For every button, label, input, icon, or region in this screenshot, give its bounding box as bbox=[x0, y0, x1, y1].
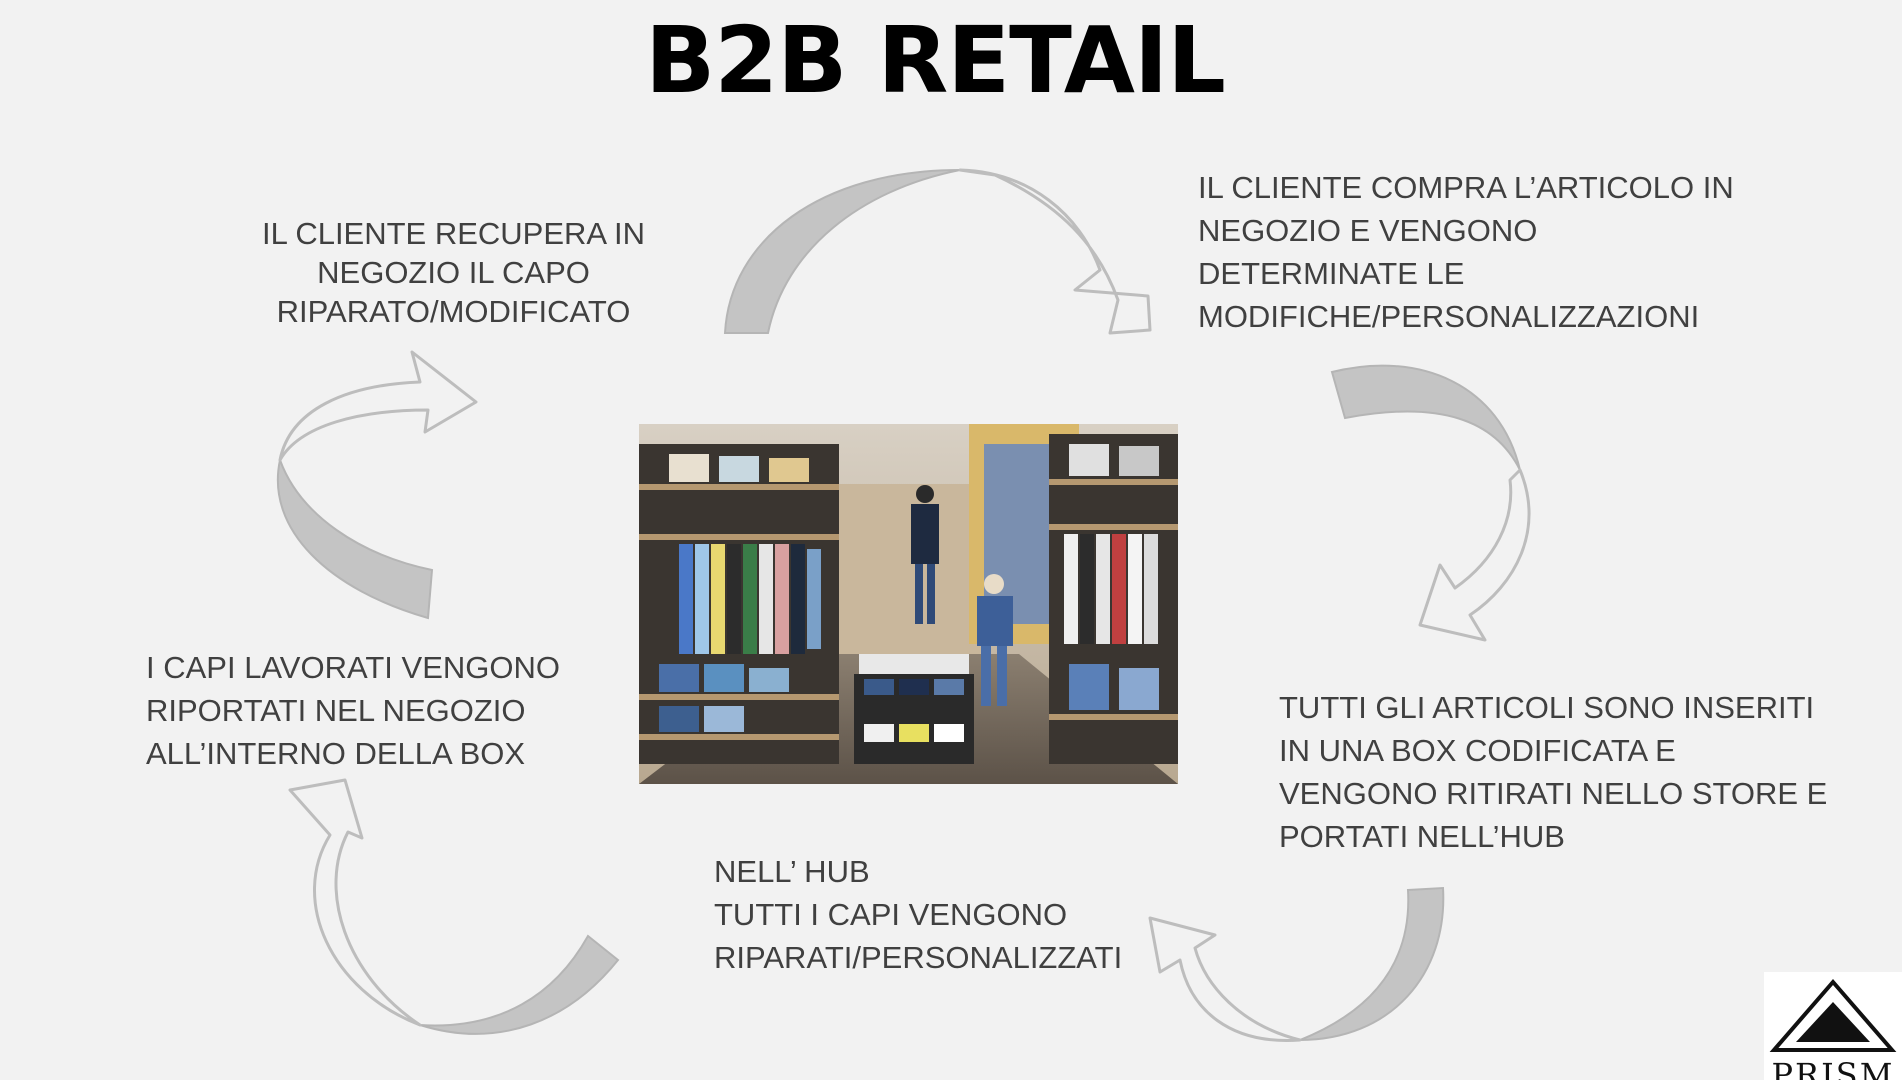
prism-triangle-icon bbox=[1769, 978, 1897, 1052]
text-line: NEGOZIO IL CAPO bbox=[317, 255, 590, 290]
step-box-text: TUTTI GLI ARTICOLI SONO INSERITI IN UNA … bbox=[1279, 686, 1827, 858]
logo-text: PRISM bbox=[1771, 1056, 1895, 1080]
text-line: IL CLIENTE COMPRA L’ARTICOLO IN bbox=[1198, 170, 1734, 205]
step-purchase-text: IL CLIENTE COMPRA L’ARTICOLO IN NEGOZIO … bbox=[1198, 166, 1734, 338]
text-line: TUTTI GLI ARTICOLI SONO INSERITI bbox=[1279, 690, 1815, 725]
text-line: I CAPI LAVORATI VENGONO bbox=[146, 650, 560, 685]
text-line: DETERMINATE LE bbox=[1198, 256, 1465, 291]
page-title: B2B RETAIL bbox=[645, 7, 1226, 114]
text-line: RIPARATO/MODIFICATO bbox=[276, 294, 631, 329]
text-line: ALL’INTERNO DELLA BOX bbox=[146, 736, 526, 771]
text-line: RIPORTATI NEL NEGOZIO bbox=[146, 693, 526, 728]
arrow-left bbox=[276, 350, 478, 620]
text-line: RIPARATI/PERSONALIZZATI bbox=[714, 940, 1123, 975]
arrow-bottom-right bbox=[1148, 886, 1445, 1042]
step-recover-text: IL CLIENTE RECUPERA IN NEGOZIO IL CAPO R… bbox=[262, 214, 645, 331]
arrow-bottom-left bbox=[288, 778, 620, 1035]
text-line: IL CLIENTE RECUPERA IN bbox=[262, 216, 646, 251]
text-line: NEGOZIO E VENGONO bbox=[1198, 213, 1538, 248]
text-line: TUTTI I CAPI VENGONO bbox=[714, 897, 1068, 932]
text-line: MODIFICHE/PERSONALIZZAZIONI bbox=[1198, 299, 1700, 334]
prism-logo: PRISM bbox=[1764, 972, 1902, 1080]
store-interior-image bbox=[639, 424, 1178, 784]
text-line: PORTATI NELL’HUB bbox=[1279, 819, 1565, 854]
step-return-text: I CAPI LAVORATI VENGONO RIPORTATI NEL NE… bbox=[146, 646, 560, 775]
arrow-top bbox=[723, 168, 1152, 335]
arrow-right bbox=[1330, 364, 1531, 642]
text-line: VENGONO RITIRATI NELLO STORE E bbox=[1279, 776, 1828, 811]
text-line: NELL’ HUB bbox=[714, 854, 870, 889]
step-hub-text: NELL’ HUB TUTTI I CAPI VENGONO RIPARATI/… bbox=[714, 850, 1122, 979]
text-line: IN UNA BOX CODIFICATA E bbox=[1279, 733, 1676, 768]
